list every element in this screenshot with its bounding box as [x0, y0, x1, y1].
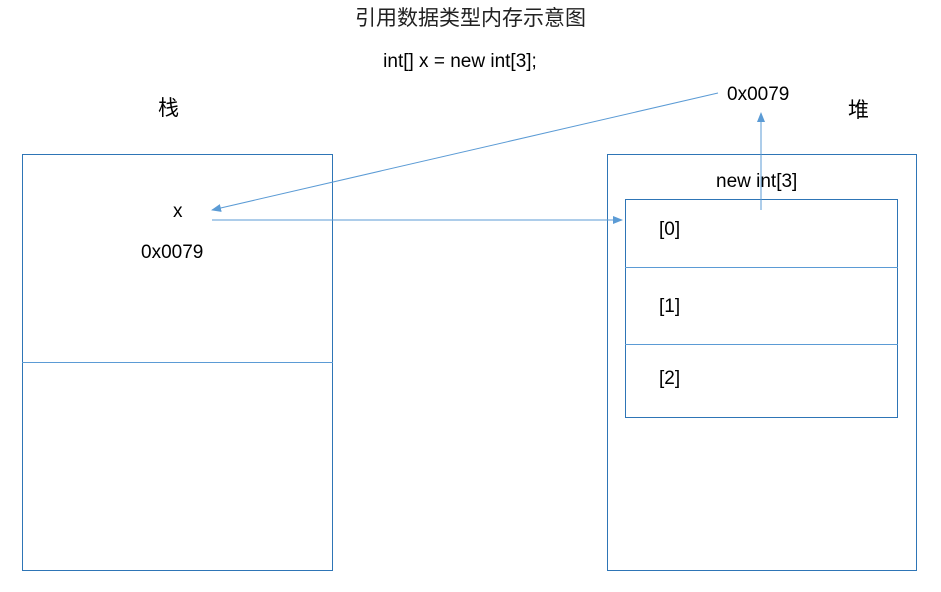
array-cell-label: [0]	[659, 219, 681, 240]
array-box	[625, 199, 898, 418]
heap-address: 0x0079	[727, 84, 790, 105]
array-label: new int[3]	[716, 171, 798, 192]
array-cell-divider	[625, 344, 898, 345]
array-cell-label: [1]	[659, 296, 681, 317]
stack-label: 栈	[158, 96, 179, 120]
diagram-title: 引用数据类型内存示意图	[355, 6, 586, 30]
heap-label: 堆	[848, 98, 869, 122]
array-cell-divider	[625, 267, 898, 268]
heap-box	[607, 154, 917, 571]
array-cell-label: [2]	[659, 368, 681, 389]
code-line: int[] x = new int[3];	[383, 51, 537, 72]
stack-variable-name: x	[173, 201, 183, 222]
stack-variable-value: 0x0079	[141, 242, 204, 263]
stack-divider	[22, 362, 333, 363]
